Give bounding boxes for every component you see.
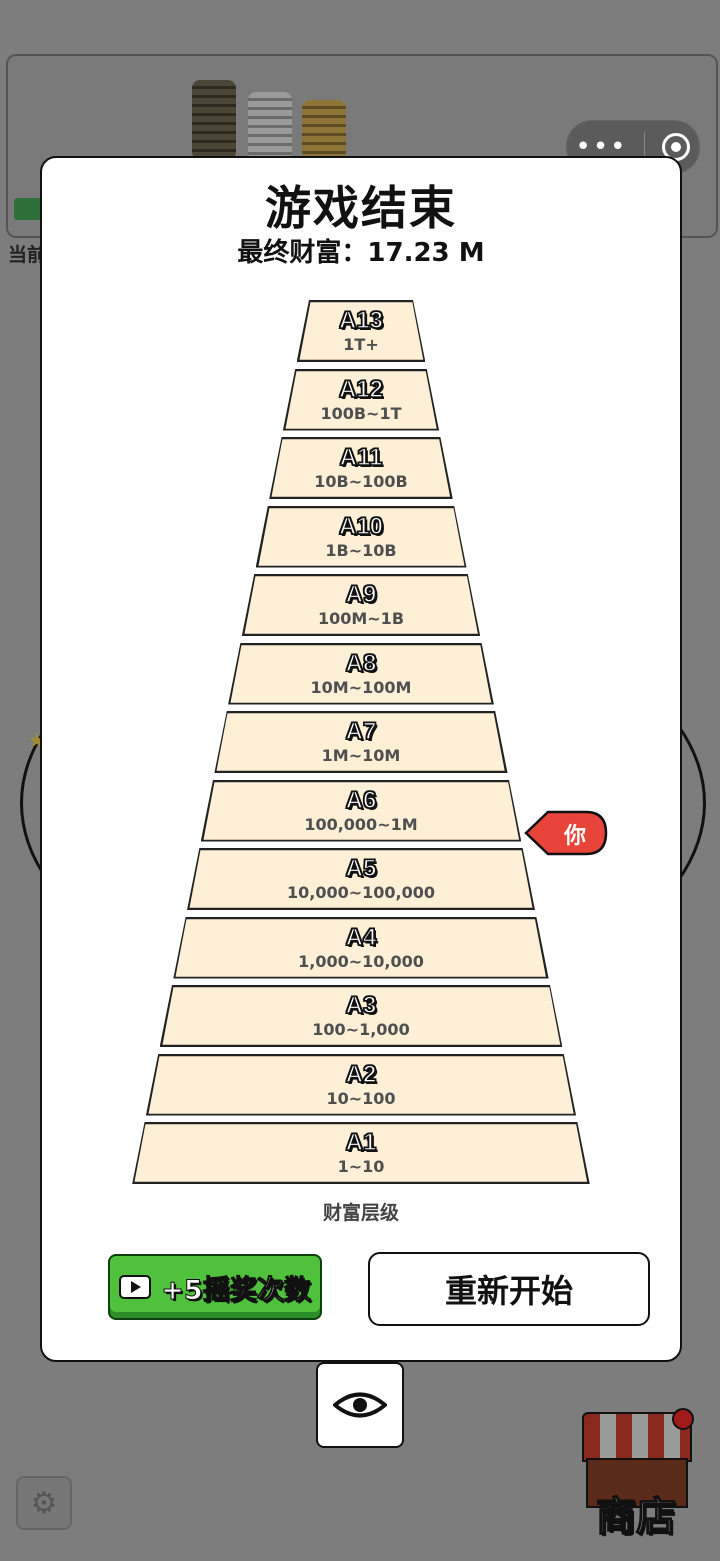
- bonus-spins-button[interactable]: +5摇奖次数: [108, 1254, 322, 1320]
- tier-name: A1: [345, 1129, 377, 1157]
- eye-icon: [333, 1392, 387, 1418]
- video-play-icon: [119, 1275, 152, 1299]
- tier-outline: [187, 848, 535, 910]
- tier-range: 1T+: [343, 335, 379, 354]
- tier-range: 1B~10B: [325, 540, 397, 560]
- lottery-wheel: [20, 600, 706, 1006]
- tier-outline: [173, 916, 549, 979]
- silver-coin-stack-icon: [248, 92, 292, 160]
- tier-name: A12: [338, 375, 384, 403]
- money-icon: [14, 198, 44, 220]
- dark-coin-stack-icon: [192, 80, 236, 160]
- tier-name: A10: [338, 512, 384, 540]
- shop-label: 商店: [595, 1493, 677, 1541]
- tier-name: A8: [345, 649, 377, 677]
- tier-range: 100M~1B: [317, 609, 405, 628]
- tier-name: A4: [345, 923, 377, 951]
- shop-button: 商店: [576, 1408, 696, 1541]
- capsule-divider: [644, 132, 646, 162]
- tier-range: 100~1,000: [312, 1020, 410, 1039]
- gold-coin-stack-icon: [302, 100, 346, 160]
- tier-outline: [200, 779, 522, 842]
- tier-outline: [145, 1053, 577, 1116]
- you-label: 你: [563, 824, 586, 849]
- tier-outline: [159, 985, 563, 1047]
- tier-outline: [255, 505, 467, 568]
- shop-body-icon: [586, 1458, 688, 1508]
- tier-name: A9: [345, 581, 377, 609]
- tier-range: 1,000~10,000: [298, 951, 424, 971]
- tier-outline: [214, 711, 508, 773]
- modal-title: 游戏结束: [265, 181, 457, 235]
- tier-range: 100B~1T: [320, 403, 402, 423]
- view-board-button[interactable]: [316, 1362, 404, 1448]
- tier-range: 100,000~1M: [304, 814, 418, 834]
- final-wealth: 最终财富：17.23 M: [237, 238, 485, 268]
- tier-name: A13: [338, 307, 384, 335]
- tier-outline: [282, 368, 440, 431]
- tier-outline: [296, 300, 426, 362]
- tier-range: 1M~10M: [321, 746, 401, 765]
- tier-name: A7: [345, 718, 377, 746]
- tier-outline: [132, 1122, 590, 1184]
- you-marker: 你: [524, 806, 608, 860]
- tier-outline: [241, 574, 481, 636]
- tier-outline: [228, 642, 494, 705]
- gear-icon: ⚙: [30, 1485, 58, 1521]
- tier-range: 1~10: [337, 1157, 385, 1176]
- tier-range: 10,000~100,000: [286, 883, 436, 902]
- tier-range: 10B~100B: [314, 472, 408, 491]
- tier-name: A3: [345, 992, 377, 1020]
- bonus-spins-label: +5摇奖次数: [161, 1274, 311, 1306]
- tier-outline: [269, 437, 453, 499]
- tier-name: A6: [345, 786, 377, 814]
- tier-name: A5: [345, 855, 377, 883]
- tier-range: 10~100: [326, 1088, 396, 1108]
- ladder-caption: 财富层级: [322, 1202, 399, 1224]
- restart-button[interactable]: 重新开始: [368, 1252, 650, 1326]
- notification-dot: [672, 1408, 694, 1430]
- marker-arrow-icon: [524, 810, 608, 856]
- ellipsis-icon[interactable]: •••: [575, 132, 628, 162]
- tier-name: A11: [339, 444, 383, 472]
- current-label: 当前: [8, 244, 47, 266]
- tier-name: A2: [345, 1060, 377, 1088]
- tier-range: 10M~100M: [310, 677, 412, 697]
- settings-button: ⚙: [16, 1476, 72, 1530]
